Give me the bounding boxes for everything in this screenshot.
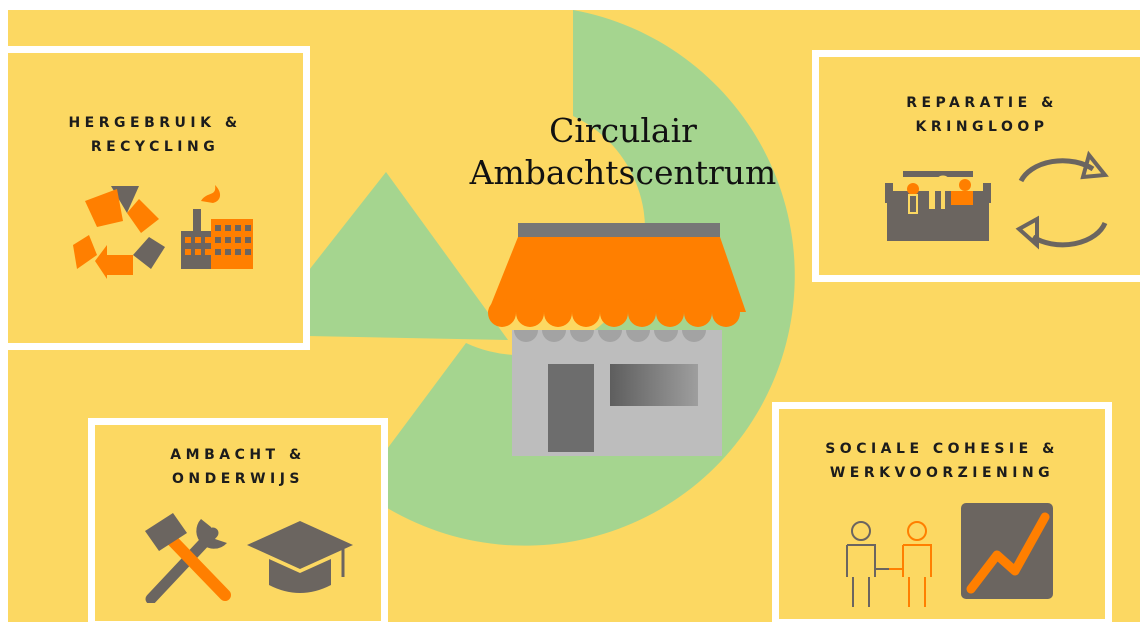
title-line2: Ambachtscentrum <box>469 153 777 192</box>
card-title-line1: SOCIALE COHESIE & <box>825 441 1059 457</box>
recycle-icon <box>73 186 165 279</box>
factory-icon <box>181 185 253 269</box>
card-reparatie-kringloop: REPARATIE & KRINGLOOP <box>812 50 1140 282</box>
people-handshake-icon <box>846 521 932 607</box>
cycle-arrows-icon <box>1015 150 1109 250</box>
card-title-line2: KRINGLOOP <box>915 119 1049 135</box>
card-title-line1: REPARATIE & <box>906 95 1058 111</box>
hammer-wrench-icon <box>145 513 231 603</box>
card-title-line2: ONDERWIJS <box>171 471 305 487</box>
card-title-line2: WERKVOORZIENING <box>829 465 1055 481</box>
store-door <box>548 364 594 452</box>
diagram-canvas: HERGEBRUIK & RECYCLING <box>8 10 1140 622</box>
card-ambacht-onderwijs: AMBACHT & ONDERWIJS <box>88 418 388 622</box>
toolbox-icon <box>885 171 991 241</box>
card-title: AMBACHT & ONDERWIJS <box>95 443 381 491</box>
growth-chart-icon <box>961 503 1053 599</box>
card-title-line1: AMBACHT & <box>170 447 306 463</box>
title-line1: Circulair <box>549 111 697 150</box>
card-sociale-cohesie-werkvoorziening: SOCIALE COHESIE & WERKVOORZIENING <box>772 402 1112 622</box>
diagram-title: Circulair Ambachtscentrum <box>388 110 858 194</box>
card-hergebruik-recycling: HERGEBRUIK & RECYCLING <box>8 46 310 350</box>
card-title: SOCIALE COHESIE & WERKVOORZIENING <box>779 437 1105 485</box>
graduation-cap-icon <box>247 521 353 593</box>
card-title-line2: RECYCLING <box>90 139 220 155</box>
circular-arrow-head <box>258 172 508 340</box>
card-title-line1: HERGEBRUIK & <box>68 115 242 131</box>
store-window <box>610 364 698 406</box>
store-icon <box>488 223 746 456</box>
card-title: REPARATIE & KRINGLOOP <box>819 91 1140 139</box>
card-title: HERGEBRUIK & RECYCLING <box>8 111 303 159</box>
